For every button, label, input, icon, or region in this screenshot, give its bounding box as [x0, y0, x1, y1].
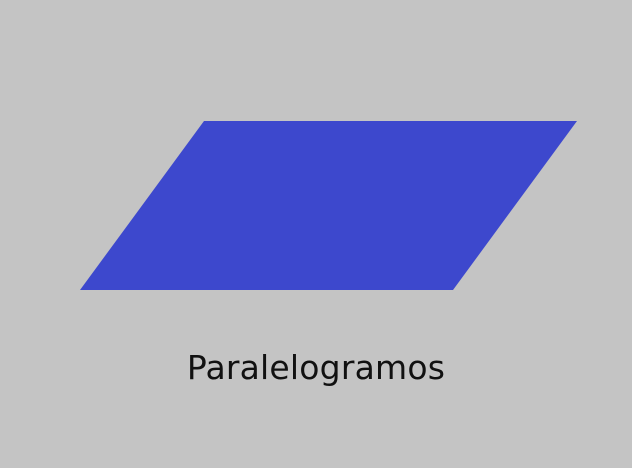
- parallelogram-shape: [80, 121, 577, 290]
- shape-caption: Paralelogramos: [186, 348, 446, 387]
